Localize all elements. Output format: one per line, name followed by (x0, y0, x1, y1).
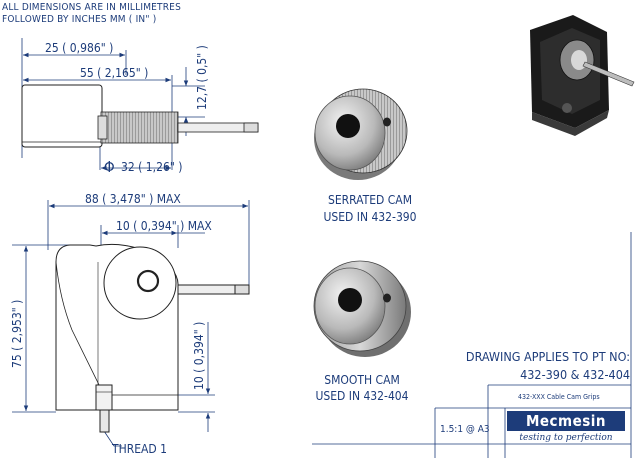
serrated-cam-caption-line1: SERRATED CAM (327, 193, 413, 207)
smooth-cam-caption-line1: SMOOTH CAM (324, 373, 400, 387)
scale-label: 1.5:1 @ A3 (440, 424, 490, 435)
units-note-line1: ALL DIMENSIONS ARE IN MILLIMETRES (2, 2, 181, 13)
serrated-cam-bore (336, 114, 360, 138)
dim-10-max: 10 ( 0,394" ) MAX (116, 219, 212, 233)
dim-overall-88: 88 ( 3,478" ) MAX (85, 192, 181, 206)
brand-tagline: testing to perfection (519, 433, 613, 443)
applies-to-line2: 432-390 & 432-404 (520, 367, 630, 382)
top-view-part (21, 84, 259, 148)
assembly-spindle (582, 61, 635, 87)
serrated-cam-caption-line2: USED IN 432-390 (323, 210, 417, 224)
thread-label: THREAD 1 (112, 442, 168, 456)
front-view-part (55, 244, 250, 433)
mecmesin-logo: Mecmesin testing to perfection (507, 411, 625, 449)
serrated-cam-render (314, 88, 408, 180)
cam-bore-front-view (136, 269, 160, 293)
part-title: 432-XXX Cable Cam Grips (518, 393, 600, 401)
brand-name: Mecmesin (507, 411, 625, 431)
thread-leader (103, 430, 122, 447)
smooth-cam-bore (338, 288, 362, 312)
title-block (312, 232, 632, 458)
units-note-line2: FOLLOWED BY INCHES MM ( IN" ) (2, 14, 157, 25)
cam-knurl-top-view (100, 111, 179, 144)
thread-stud (95, 384, 113, 411)
smooth-cam-caption-line2: USED IN 432-404 (315, 389, 409, 403)
smooth-cam-render (313, 260, 411, 357)
applies-to-line1: DRAWING APPLIES TO PT NO: (465, 349, 630, 364)
dim-width-55: 55 ( 2,165" ) (80, 66, 149, 80)
dim-width-25: 25 ( 0,986" ) (45, 41, 114, 55)
smooth-cam-set-screw (383, 293, 391, 303)
serrated-cam-set-screw (383, 117, 391, 127)
assembly-iso-render (530, 15, 635, 136)
